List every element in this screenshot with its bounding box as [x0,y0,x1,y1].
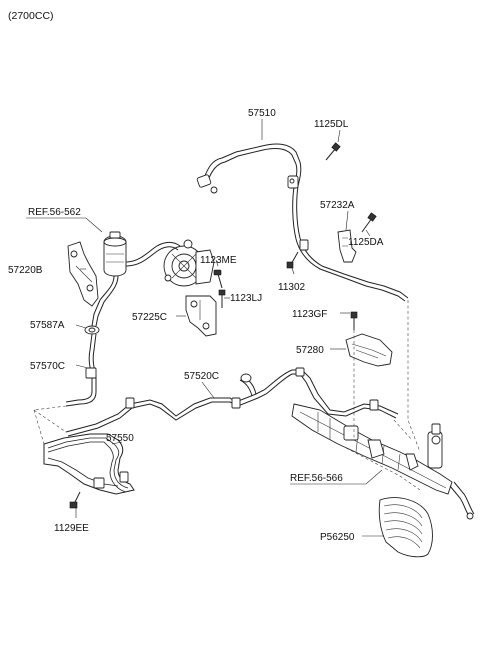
label-1123LJ: 1123LJ [230,293,262,304]
leader-lines [26,119,384,537]
heat-shield-57280 [345,333,393,367]
label-57510: 57510 [248,108,276,119]
bolt-1129EE [69,491,81,509]
pressure-hose-57510 [196,143,409,302]
return-pipe-57520C [65,367,399,437]
bolt-1125DL [325,142,341,161]
power-steering-pump [163,239,215,287]
suction-hose [91,241,181,327]
label-57280: 57280 [296,345,324,356]
clamp-57587A [84,325,100,335]
return-hose-57570C [65,333,97,407]
bolt-1123GF [350,311,358,330]
engine-variant-label: (2700CC) [8,10,54,22]
label-1123GF: 1123GF [292,309,327,320]
reservoir-bracket-57220B [67,241,99,307]
bracket-57232A [337,229,357,263]
bolt-1123ME [213,269,223,289]
label-1125DL: 1125DL [314,119,349,130]
bolt-1125DA [361,212,377,233]
label-p56250: P56250 [320,532,355,543]
bolt-1123LJ [218,289,226,308]
label-11302: 11302 [278,282,306,293]
boot-p56250 [378,497,433,558]
label-1129EE: 1129EE [54,523,89,534]
label-ref-56-562: REF.56-562 [28,207,81,218]
clip-11302 [286,251,299,269]
steering-gear-rack [291,403,475,520]
label-57570C: 57570C [30,361,65,372]
label-1125DA: 1125DA [348,237,384,248]
reference-dashed-lines [33,300,421,491]
label-1123ME: 1123ME [200,255,237,266]
label-57232A: 57232A [320,200,355,211]
label-57550: 57550 [106,433,134,444]
label-ref-56-566: REF.56-566 [290,473,343,484]
cooler-pipe-57550 [43,433,135,495]
reservoir-tank [103,231,127,277]
label-57587A: 57587A [30,320,65,331]
label-57220B: 57220B [8,265,43,276]
label-57225C: 57225C [132,312,167,323]
pump-bracket-57225C [185,295,217,337]
label-57520C: 57520C [184,371,219,382]
